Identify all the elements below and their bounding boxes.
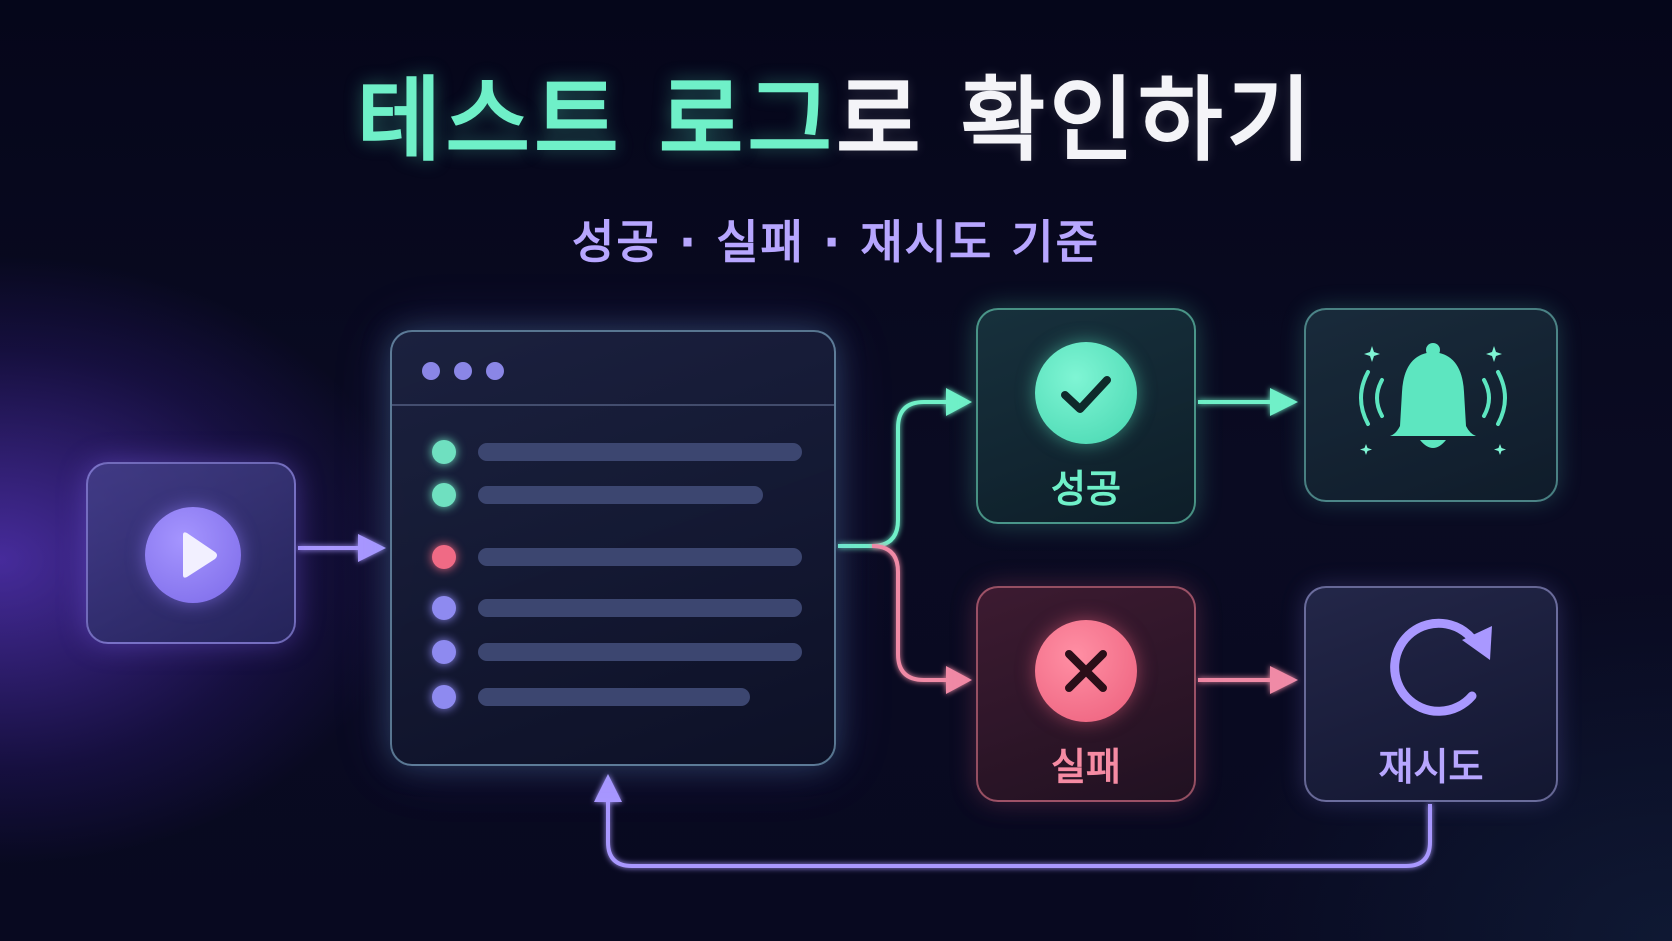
success-label: 성공 bbox=[1051, 467, 1121, 511]
log-line-bar bbox=[478, 548, 802, 566]
arrow-retry-to-log bbox=[594, 774, 1432, 868]
log-line-bar bbox=[478, 643, 802, 661]
arrow-start-to-log bbox=[298, 534, 386, 562]
bell-icon bbox=[1359, 343, 1507, 455]
arrow-success-to-notify bbox=[1198, 388, 1298, 416]
log-line-bar bbox=[478, 688, 750, 706]
window-dot bbox=[486, 362, 504, 380]
arrow-log-to-success bbox=[838, 388, 972, 548]
log-status-dot bbox=[432, 640, 456, 664]
page-subtitle: 성공 · 실패 · 재시도 기준 bbox=[572, 215, 1100, 269]
success-node[interactable]: 성공 bbox=[976, 308, 1196, 524]
log-line-bar bbox=[478, 486, 763, 504]
refresh-icon bbox=[1390, 618, 1492, 716]
window-dot bbox=[454, 362, 472, 380]
log-status-dot bbox=[432, 685, 456, 709]
title-accent: 테스트 로그 bbox=[356, 67, 836, 174]
log-window-titlebar bbox=[392, 332, 834, 406]
log-window bbox=[390, 330, 836, 766]
retry-node[interactable]: 재시도 bbox=[1304, 586, 1558, 802]
fail-node[interactable]: 실패 bbox=[976, 586, 1196, 802]
start-node[interactable] bbox=[86, 462, 296, 644]
log-line-bar bbox=[478, 443, 802, 461]
fail-label: 실패 bbox=[1051, 745, 1121, 789]
check-icon bbox=[1035, 342, 1137, 444]
play-icon[interactable] bbox=[145, 507, 241, 603]
arrow-fail-to-retry bbox=[1198, 666, 1298, 694]
log-status-dot bbox=[432, 440, 456, 464]
log-status-dot bbox=[432, 596, 456, 620]
log-status-dot bbox=[432, 545, 456, 569]
notify-node[interactable] bbox=[1304, 308, 1558, 502]
log-line-bar bbox=[478, 599, 802, 617]
window-dot bbox=[422, 362, 440, 380]
page-title: 테스트 로그로 확인하기 bbox=[0, 70, 1672, 171]
log-status-dot bbox=[432, 483, 456, 507]
arrow-log-to-fail bbox=[871, 544, 972, 694]
title-main: 로 확인하기 bbox=[836, 67, 1316, 174]
retry-label: 재시도 bbox=[1378, 745, 1484, 789]
x-icon bbox=[1035, 620, 1137, 722]
